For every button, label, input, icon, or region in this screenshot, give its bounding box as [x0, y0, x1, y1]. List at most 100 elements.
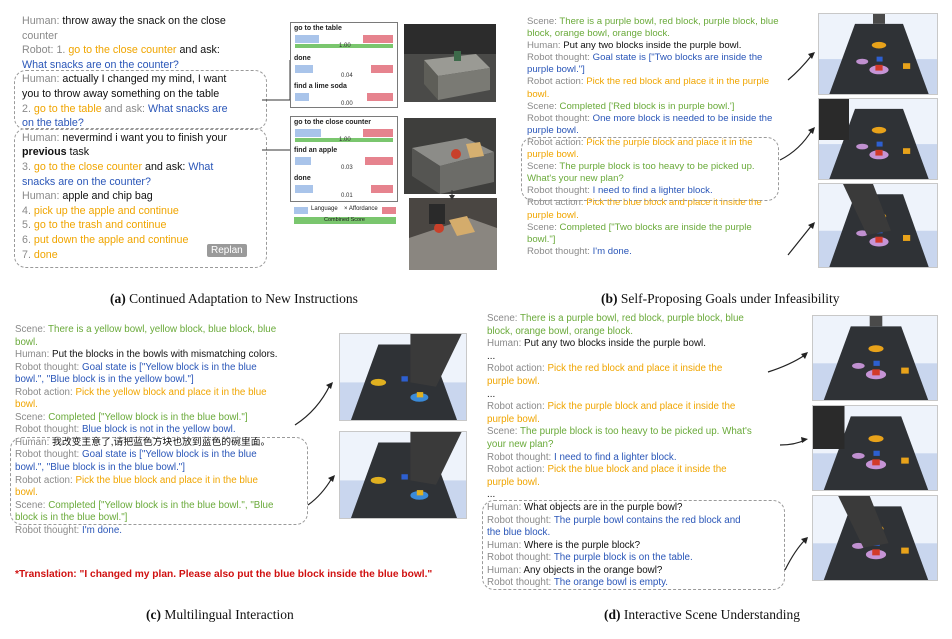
dialog-line: Scene: Completed ["Yellow block is in th…	[15, 500, 277, 513]
score-row-label: go to the close counter	[294, 119, 372, 126]
score-legend: Language × Affordance Combined Score	[294, 206, 398, 226]
dialog-text-run: Scene:	[487, 426, 521, 438]
dialog-text-run: Robot action:	[15, 474, 76, 486]
dialog-text-run: There is a purple bowl, red block, purpl…	[559, 16, 779, 27]
dialog-line: Robot action: Pick the blue block and pl…	[15, 475, 277, 488]
dialog-text-run: I need to find a lighter block.	[554, 451, 677, 463]
dialog-line: counter	[22, 29, 228, 44]
affordance-bar	[371, 65, 393, 73]
dialog-text-run: pick up the apple and continue	[33, 204, 179, 217]
dialog-text-run: Scene:	[15, 499, 49, 511]
dialog-line: Robot action: Pick the red block and pla…	[527, 76, 779, 88]
dialog-text-run: and ask:	[142, 160, 189, 173]
dialog-text-run: bowl.", "Blue block is in the blue bowl.…	[15, 462, 185, 474]
dialog-text-run: on the table?	[22, 117, 84, 130]
dialog-text-run: Human:	[22, 131, 63, 144]
dialog-text-run: purple bowl.	[487, 476, 540, 488]
replan-button[interactable]: Replan	[207, 244, 247, 257]
caption-label: (c)	[146, 607, 161, 622]
dialog-text-run: Pick the red block and place it in the p…	[586, 76, 770, 88]
score-value: 0.04	[341, 73, 353, 79]
dialog-text-run: block, orange bowl, orange block.	[487, 325, 633, 337]
dialog-text-run: Robot thought:	[527, 185, 593, 197]
dialog-text-run: Human:	[487, 539, 525, 551]
language-bar	[295, 93, 309, 101]
dialog-line: Robot thought: I need to find a lighter …	[487, 452, 752, 465]
dialog-line: purple bowl.	[487, 477, 752, 490]
robot-photo-grasp	[409, 198, 497, 270]
dialog-line: block, orange bowl, orange block.	[527, 28, 779, 40]
dialog-text-run: Pick the yellow block and place it in th…	[75, 386, 267, 398]
dialog-line: Robot thought: The purple bowl contains …	[487, 515, 752, 528]
dialog-line: snacks are on the counter?	[22, 175, 228, 190]
dialog-line: 5. go to the trash and continue	[22, 218, 228, 233]
panel-a-dashed-group-2	[14, 128, 267, 268]
dialog-line: bowl.	[527, 89, 779, 101]
language-bar	[295, 35, 319, 43]
dialog-text-run: bowl.", "Blue block is in the yellow bow…	[15, 374, 194, 386]
dialog-text-run: 3.	[22, 160, 34, 173]
score-box-2: go to the close counter 1.00 find an app…	[290, 116, 398, 202]
dialog-line: block, orange bowl, orange block.	[487, 326, 752, 339]
dialog-line: previous task	[22, 145, 228, 160]
legend-times-glyph: ×	[344, 206, 349, 212]
dialog-text-run: Pick the purple block and place it in th…	[586, 136, 753, 148]
dialog-text-run: Human:	[22, 73, 63, 86]
dialog-text-run: Robot action:	[527, 76, 587, 88]
dialog-text-run: purple bowl.	[487, 413, 540, 425]
dialog-text-run: go to the close counter	[33, 160, 143, 173]
dialog-line: Human: Where is the purple block?	[487, 540, 752, 553]
legend-affordance-label: × Affordance	[344, 206, 378, 212]
dialog-text-run: Robot thought:	[487, 514, 554, 526]
language-bar	[295, 185, 313, 193]
dialog-line: Robot: 1. go to the close counter and as…	[22, 43, 228, 58]
dialog-line: 2. go to the table and ask: What snacks …	[22, 102, 228, 117]
dialog-text-run: The purple bowl contains the red block a…	[553, 514, 741, 526]
dialog-text-run: Scene:	[15, 324, 49, 335]
dialog-text-run: go to the close counter	[68, 44, 177, 57]
dialog-text-run: Robot thought:	[15, 424, 82, 436]
dialog-text-run: Robot thought:	[15, 449, 82, 461]
dialog-text-run: bowl."]	[527, 233, 556, 245]
dialog-line: Human: Put any two blocks inside the pur…	[487, 338, 752, 351]
dialog-line: block is in the blue bowl."]	[15, 512, 277, 525]
dialog-text-run: There is a purple bowl, red block, purpl…	[520, 313, 744, 324]
dialog-line: purple bowl.	[527, 125, 779, 137]
dialog-text-run: Human:	[15, 436, 53, 448]
dialog-line: Scene: The purple block is too heavy to …	[527, 161, 779, 173]
translation-note: *Translation: "I changed my plan. Please…	[15, 569, 433, 580]
panel-c-dashed-group	[10, 437, 308, 525]
dialog-text-run: Robot action:	[487, 401, 548, 413]
dialog-text-run: block is in the blue bowl."]	[15, 512, 128, 524]
dialog-text-run: Robot thought:	[15, 361, 82, 373]
dialog-line: Robot thought: Goal state is ["Yellow bl…	[15, 449, 277, 462]
dialog-text-run: I need to find a lighter block.	[592, 185, 713, 197]
dialog-line: Scene: Completed ['Red block is in purpl…	[527, 101, 779, 113]
dialog-text-run: purple bowl.	[527, 124, 579, 136]
dialog-line: Scene: There is a purple bowl, red block…	[527, 16, 779, 28]
dialog-text-run: Pick the blue block and place it inside …	[586, 197, 762, 209]
dialog-line: purple bowl.	[487, 414, 752, 427]
dialog-line: Robot action: Pick the red block and pla…	[487, 363, 752, 376]
legend-affordance-swatch	[382, 207, 396, 214]
dialog-line: Human: actually I changed my mind, I wan…	[22, 72, 228, 87]
dialog-text-run: The purple block is too heavy to be pick…	[559, 161, 755, 173]
dialog-text-run: Human:	[22, 190, 63, 203]
legend-language-label: Language	[311, 206, 338, 212]
dialog-line: What snacks are on the counter?	[22, 58, 228, 73]
dialog-text-run: The orange bowl is empty.	[553, 577, 668, 589]
panel-c-caption: (c) Multilingual Interaction	[146, 607, 294, 623]
dialog-line: Human: nevermind i want you to finish yo…	[22, 131, 228, 146]
dialog-line: ...	[487, 489, 752, 502]
dialog-line: Robot thought: The orange bowl is empty.	[487, 577, 752, 590]
dialog-text-run: Robot thought:	[487, 577, 554, 589]
score-box-1: go to the table 1.00 done 0.04 find a li…	[290, 22, 398, 108]
dialog-text-run: apple and chip bag	[62, 190, 153, 203]
dialog-text-run: Human:	[487, 501, 525, 513]
score-row-label: find an apple	[294, 147, 338, 154]
dialog-line: Robot action: Pick the blue block and pl…	[487, 464, 752, 477]
affordance-bar	[363, 129, 393, 137]
language-bar	[295, 157, 311, 165]
